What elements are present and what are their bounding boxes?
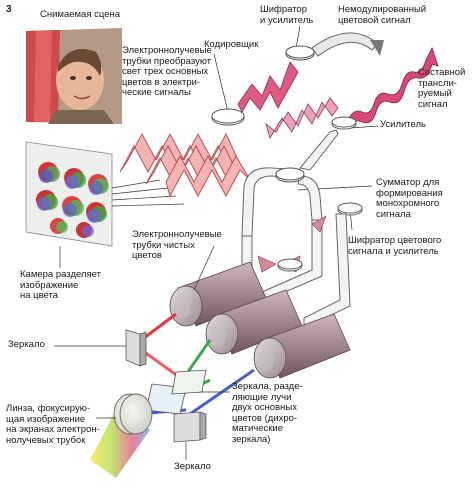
label-camera-splits: Камера разделяет изображение на цвета (20, 269, 101, 301)
dichroic-mirror-2 (171, 369, 207, 395)
leader-lines-lower (54, 245, 230, 460)
encoded-wave (237, 61, 299, 113)
label-encoder: Кодировщик (204, 39, 259, 50)
second-adder-ring (277, 258, 303, 272)
leader-lines (59, 25, 379, 268)
label-mirror-bottom: Зеркало (174, 461, 211, 472)
label-transmitted: Составной трансли- руемый сигнал (418, 67, 466, 110)
color-encoder-ring (337, 202, 363, 216)
camera-tube-red (169, 261, 267, 327)
label-lens: Линза, фокусирую- щая изображение на экр… (6, 403, 100, 446)
rgb-signal-waves (119, 132, 251, 198)
label-amplifier: Усилитель (380, 119, 427, 130)
camera-tube-green (205, 289, 303, 355)
label-scene: Снимаемая сцена (40, 9, 121, 20)
amplifier-ring (331, 116, 357, 130)
label-color-encoder: Шифратор цветового сигнала и усилитель (348, 235, 442, 257)
mirror-bottom (173, 411, 207, 443)
scene-image (26, 28, 122, 124)
transmitted-wave (347, 46, 439, 130)
mirror-left (125, 329, 147, 367)
adder-ring (275, 167, 305, 183)
unmodulated-arrow (311, 32, 384, 57)
label-adder: Сумматор для формирования монохромного с… (376, 177, 443, 220)
camera-color-panel (25, 141, 113, 247)
label-unmodulated: Немодулированный цветовой сигнал (338, 4, 427, 26)
label-pure-tubes: Электроннолучевые трубки чистых цветов (132, 229, 222, 261)
encoder-amp-ring (285, 45, 315, 61)
label-encoder-amp: Шифратор и усилитель (260, 4, 314, 26)
figure-number: 3 (6, 4, 12, 15)
encoder-ring (211, 108, 245, 126)
label-mirror-left: Зеркало (8, 339, 45, 350)
amplifier-wave (265, 97, 339, 139)
label-dichroic: Зеркала, разде- ляющие лучи двух основны… (232, 381, 303, 445)
label-tubes-convert: Электроннолучевые трубки преобразуют све… (122, 45, 212, 98)
focusing-lens (90, 393, 153, 478)
camera-tube-blue (253, 313, 351, 379)
